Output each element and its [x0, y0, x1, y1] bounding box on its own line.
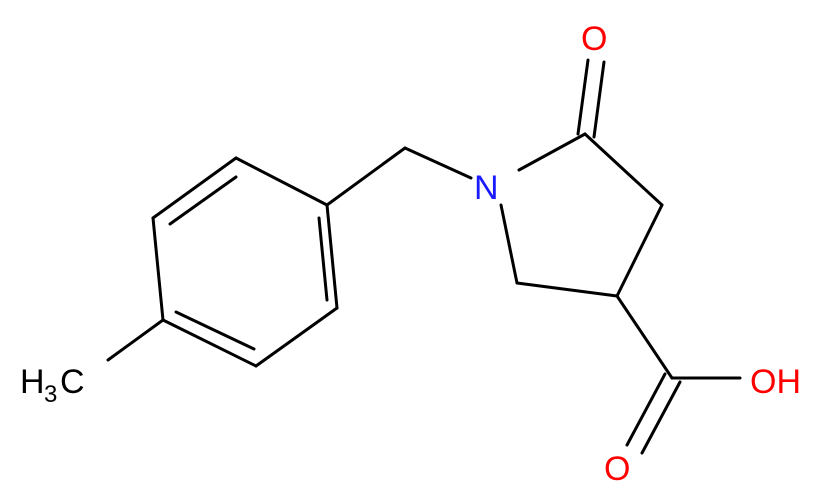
carbonyl-oxygen-label: O: [604, 450, 630, 488]
bond-c3-cooh: [615, 294, 674, 380]
bond-ring-4: [161, 318, 258, 368]
benzene-ring: [151, 156, 339, 368]
methyl-c-label: C: [60, 363, 85, 401]
ketone-oxygen-label: O: [581, 20, 607, 58]
hydroxyl-label: OH: [750, 363, 801, 401]
methyl-h-label: H: [20, 363, 45, 401]
bond-ring-2: [325, 203, 339, 310]
bond-ring-ch2: [325, 146, 407, 207]
pyrrolidinone-ring: [499, 132, 664, 298]
bond-c-o-double-b: [640, 380, 682, 455]
methyl-subscript-label: 3: [44, 381, 57, 408]
bond-ketone-a: [576, 58, 590, 136]
nitrogen-label: N: [474, 169, 499, 207]
bond-n-c5: [517, 132, 587, 172]
bond-c-o-double-a: [625, 372, 667, 447]
bond-ketone-b: [592, 60, 606, 139]
bond-ring-double-b: [317, 216, 329, 302]
bond-c5-c4: [583, 132, 664, 207]
bond-ring-1: [234, 156, 329, 207]
bond-c2-n: [499, 203, 519, 285]
bond-methyl: [106, 318, 165, 362]
bond-ring-double-c: [174, 310, 256, 351]
bond-c3-c2: [515, 281, 619, 298]
bond-c4-c3: [615, 203, 664, 298]
bond-ring-3: [254, 306, 339, 368]
bond-ring-double-a: [168, 175, 238, 226]
bond-ch2-n: [403, 146, 473, 180]
bond-ring-5: [151, 216, 165, 322]
bond-ring-6: [151, 156, 238, 220]
